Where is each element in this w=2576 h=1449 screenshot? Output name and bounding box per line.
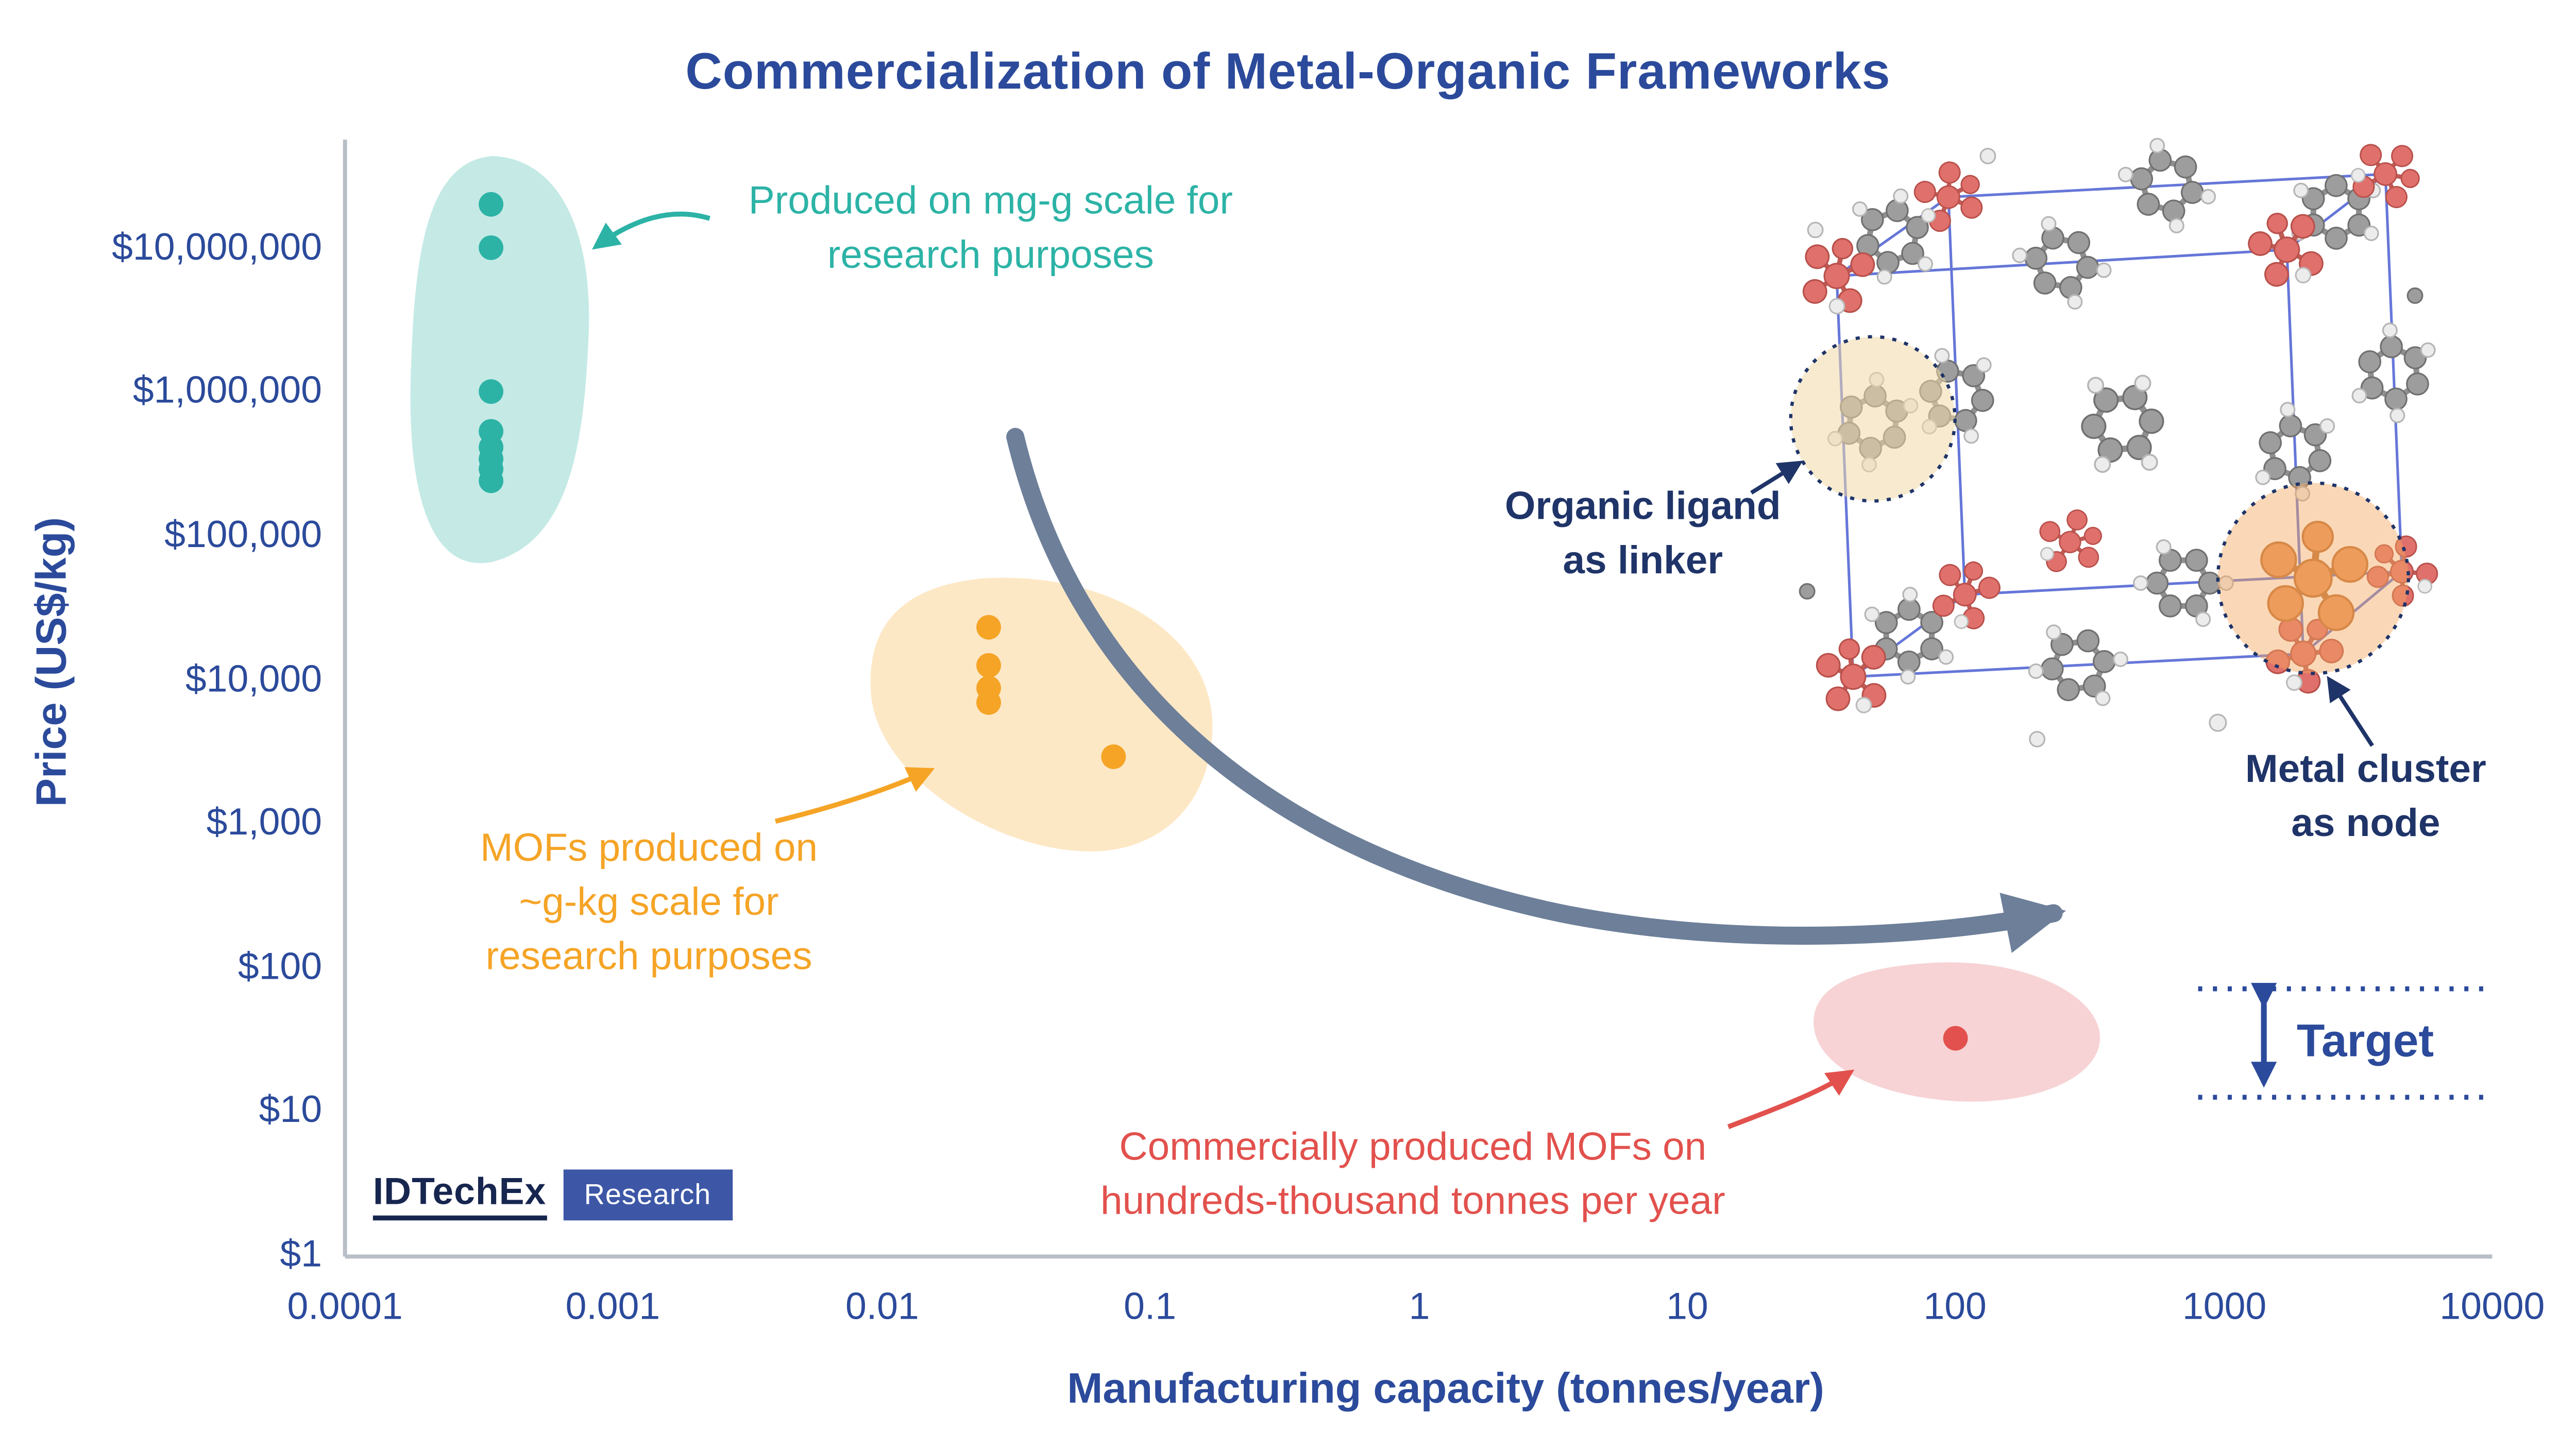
data-point xyxy=(479,468,504,493)
orange-annotation-line1: MOFs produced on xyxy=(480,826,818,871)
mof-structure-illustration xyxy=(1750,131,2447,747)
organic-ligand-label-line1: Organic ligand xyxy=(1504,484,1781,529)
target-label: Target xyxy=(2296,1015,2434,1066)
teal-annotation: Produced on mg-g scale for research purp… xyxy=(703,174,1278,282)
scatter-points xyxy=(479,192,1968,1051)
target-band xyxy=(2198,983,2484,1100)
y-tick-3: $10,000 xyxy=(185,657,323,700)
y-tick-5: $100 xyxy=(238,944,323,987)
metal-cluster-label-line1: Metal cluster xyxy=(2245,747,2486,792)
data-point xyxy=(479,235,504,260)
x-tick-3: 0.1 xyxy=(1124,1284,1177,1327)
highlighted-metal-cluster xyxy=(2260,520,2368,632)
x-axis-title: Manufacturing capacity (tonnes/year) xyxy=(1067,1363,1824,1413)
data-point xyxy=(976,653,1001,678)
organic-ligand-label: Organic ligand as linker xyxy=(1479,480,1807,588)
x-tick-6: 100 xyxy=(1923,1284,1987,1327)
x-tick-5: 10 xyxy=(1666,1284,1708,1327)
data-point xyxy=(1943,1026,1968,1051)
x-tick-0: 0.0001 xyxy=(287,1284,403,1327)
y-tick-2: $100,000 xyxy=(164,512,323,555)
orange-annotation: MOFs produced on ~g-kg scale for researc… xyxy=(444,821,854,984)
red-annotation-line1: Commercially produced MOFs on xyxy=(1119,1125,1707,1170)
red-annotation-line2: hundreds-thousand tonnes per year xyxy=(1100,1179,1725,1224)
red-annotation: Commercially produced MOFs on hundreds-t… xyxy=(1035,1120,1791,1229)
y-tick-4: $1,000 xyxy=(206,799,323,843)
ligand-label-arrow xyxy=(1750,461,1803,495)
blob-teal xyxy=(410,156,589,564)
data-point xyxy=(479,379,504,404)
metal-label-arrow xyxy=(2327,676,2374,747)
x-tick-8: 10000 xyxy=(2439,1284,2545,1327)
y-tick-1: $1,000,000 xyxy=(132,368,323,411)
orange-annotation-line2: ~g-kg scale for xyxy=(519,880,779,925)
x-tick-7: 1000 xyxy=(2182,1284,2267,1327)
y-tick-0: $10,000,000 xyxy=(112,225,323,268)
trend-arrow xyxy=(1006,428,2066,953)
y-tick-7: $1 xyxy=(280,1232,323,1275)
organic-ligand-highlight xyxy=(1789,335,1957,503)
page-title: Commercialization of Metal-Organic Frame… xyxy=(685,42,1891,100)
teal-annotation-line2: research purposes xyxy=(827,233,1154,278)
idtechex-logo-text: IDTechEx xyxy=(372,1169,547,1221)
x-tick-1: 0.001 xyxy=(565,1284,660,1327)
y-tick-6: $10 xyxy=(259,1087,323,1130)
data-point xyxy=(479,192,504,217)
data-point xyxy=(976,615,1001,640)
orange-annotation-arrow xyxy=(774,767,935,824)
metal-cluster-label-line2: as node xyxy=(2291,802,2441,846)
idtechex-research-badge: Research xyxy=(563,1169,733,1221)
data-point xyxy=(1101,744,1126,769)
teal-annotation-arrow xyxy=(592,211,710,250)
metal-cluster-highlight xyxy=(2216,481,2410,675)
metal-cluster-label: Metal cluster as node xyxy=(2201,742,2530,850)
x-tick-4: 1 xyxy=(1409,1284,1430,1327)
data-point xyxy=(976,690,1001,715)
red-annotation-arrow xyxy=(1727,1069,1855,1129)
stray-atoms xyxy=(1799,147,2424,747)
teal-annotation-line1: Produced on mg-g scale for xyxy=(748,179,1233,224)
blob-orange xyxy=(870,577,1213,852)
organic-ligand-label-line2: as linker xyxy=(1563,538,1723,584)
idtechex-logo: IDTechEx Research xyxy=(372,1169,733,1221)
orange-annotation-line3: research purposes xyxy=(485,934,812,979)
x-tick-2: 0.01 xyxy=(845,1284,919,1327)
